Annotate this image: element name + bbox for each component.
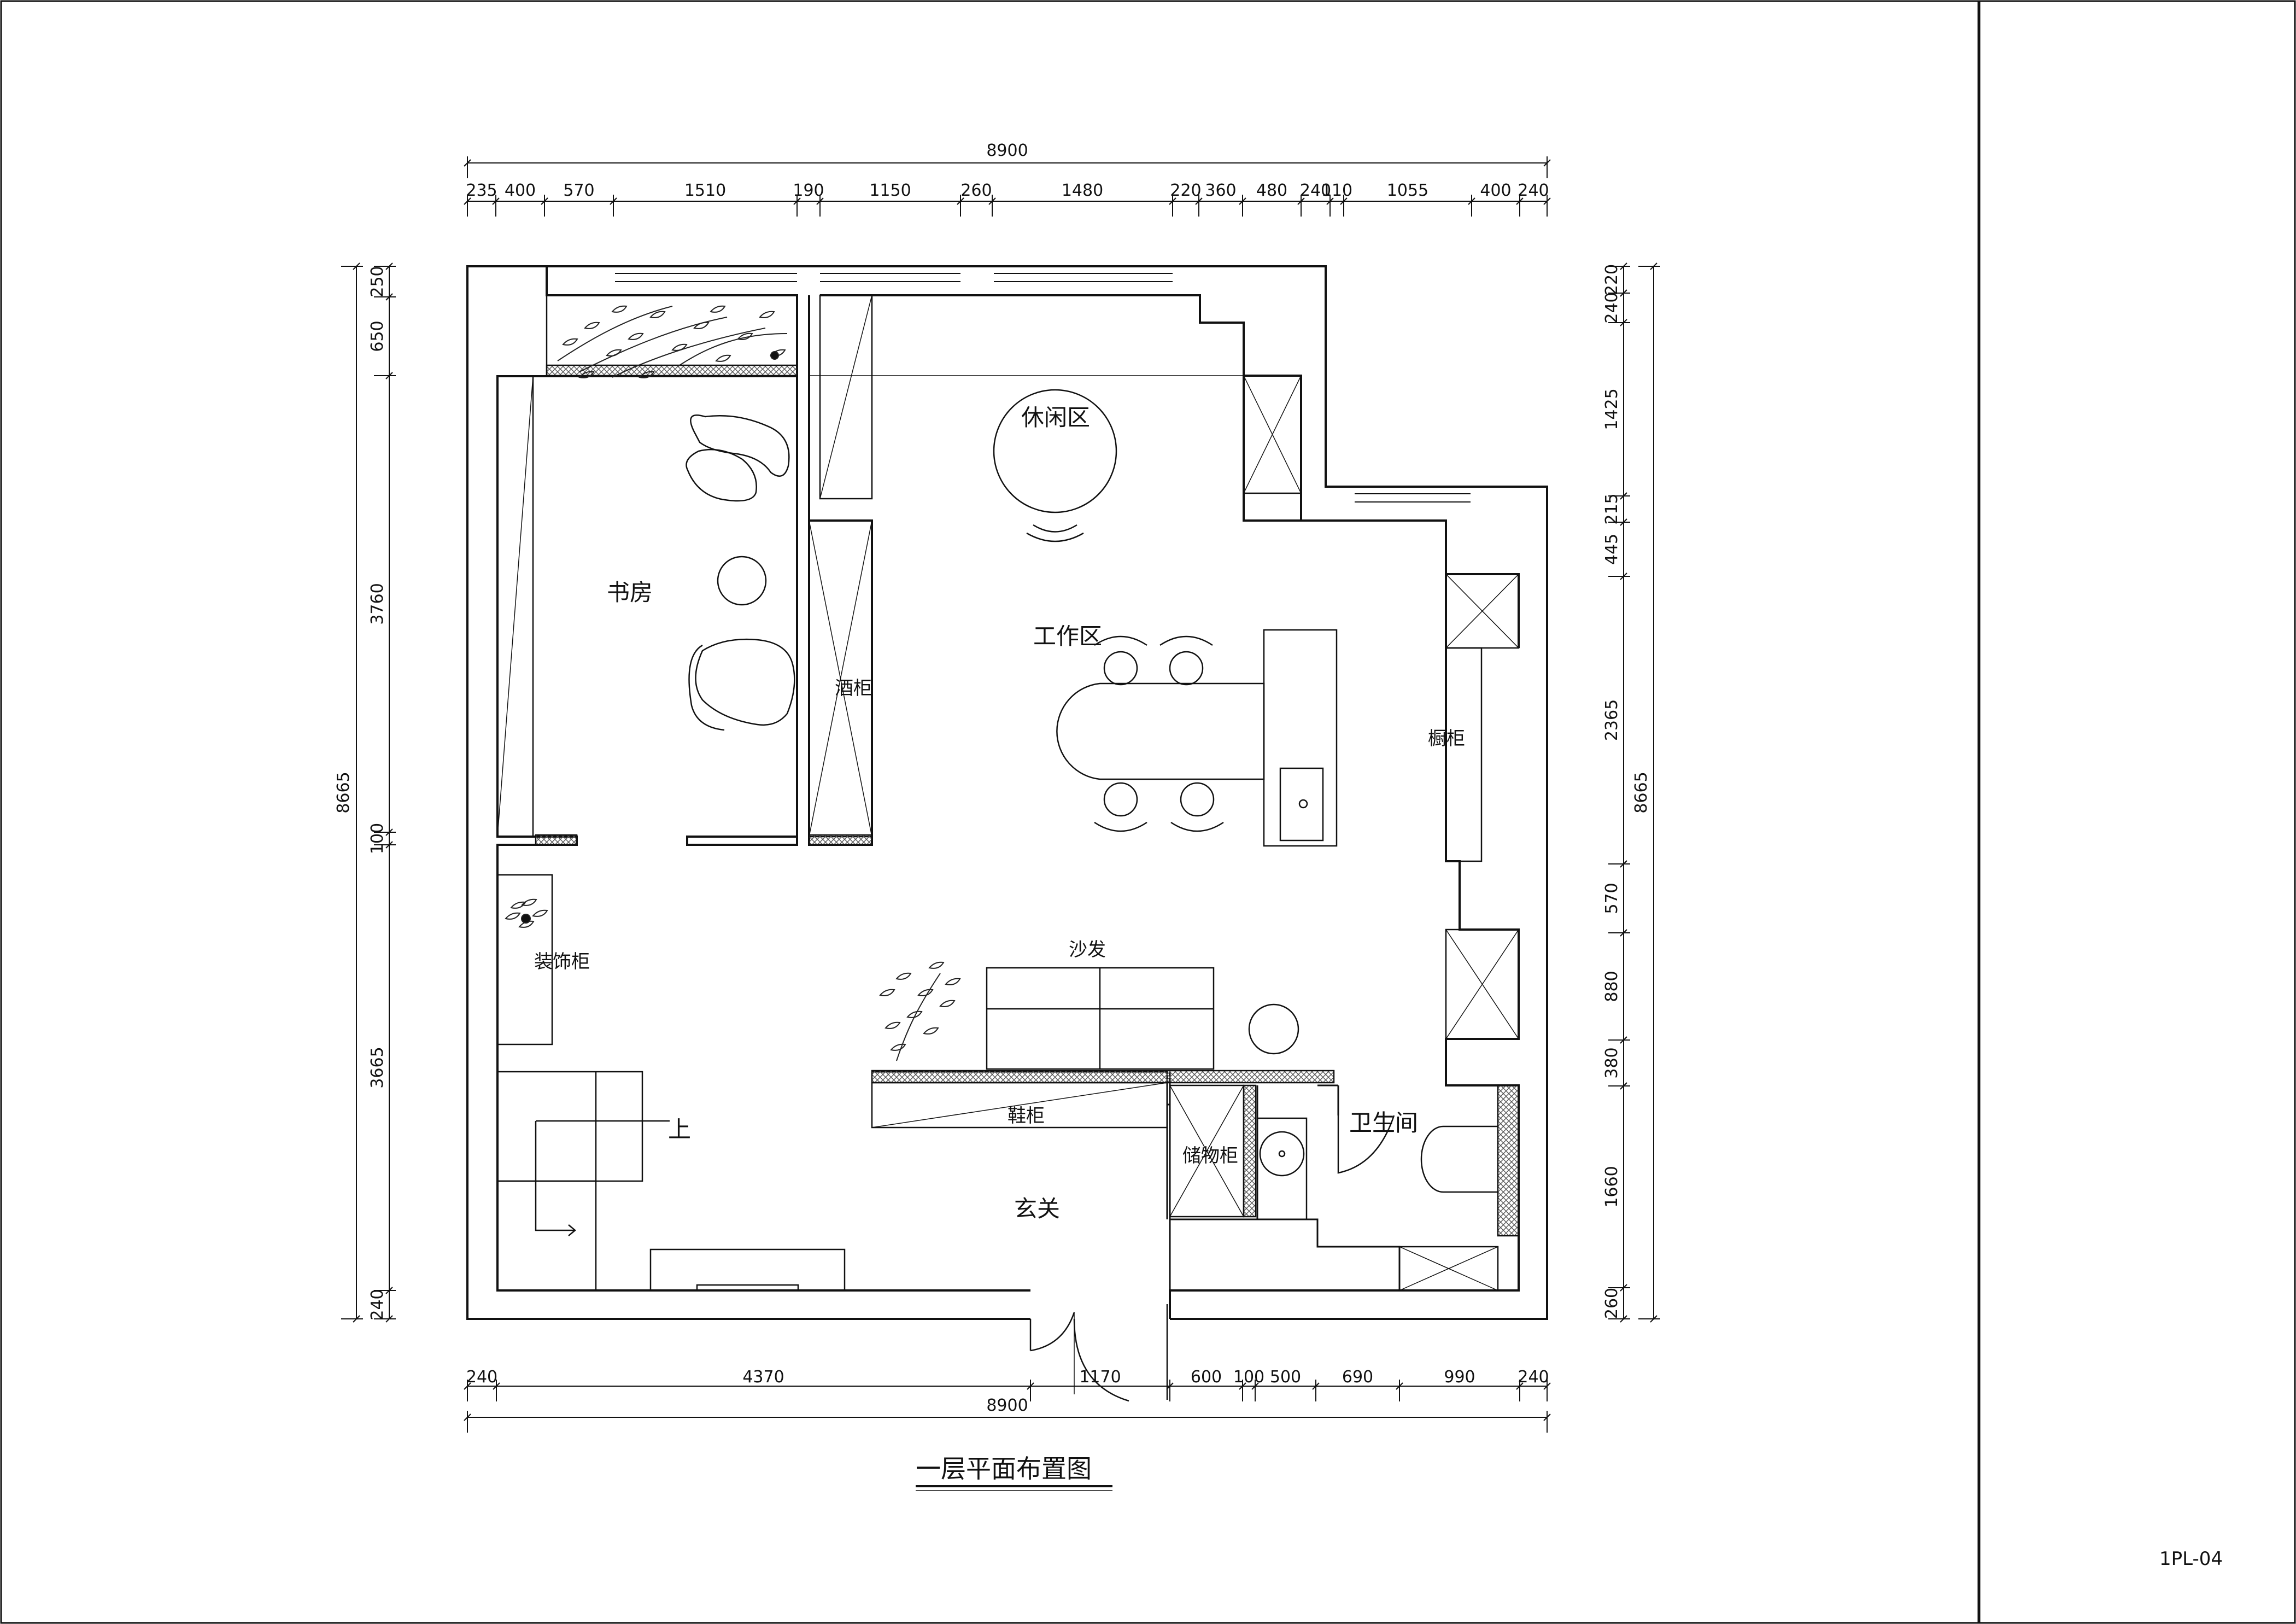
label-wine-cabinet: 酒柜 — [835, 677, 872, 699]
top-segment-label: 235 — [466, 181, 497, 200]
left-segment-label: 240 — [368, 1289, 387, 1320]
label-workspace: 工作区 — [1033, 623, 1102, 650]
top-segment-label: 240 — [1300, 181, 1331, 200]
right-segment-label: 380 — [1602, 1047, 1621, 1078]
plant-icon — [505, 898, 548, 928]
label-foyer: 玄关 — [1014, 1195, 1060, 1222]
bottom-segment-label: 100 — [1233, 1368, 1264, 1387]
wine-cabinet — [808, 294, 873, 846]
bottom-segment-label: 1170 — [1079, 1368, 1121, 1387]
left-total-label: 8665 — [334, 772, 353, 813]
top-segment-label: 220 — [1170, 181, 1201, 200]
label-up: 上 — [668, 1116, 691, 1143]
bathroom-fixtures — [1256, 1084, 1520, 1292]
right-segment-label: 215 — [1602, 493, 1621, 524]
right-segment-label: 445 — [1602, 534, 1621, 565]
sheet-code: 1PL-04 — [2159, 1548, 2223, 1570]
left-segment-label: 250 — [368, 266, 387, 297]
storage-cabinet — [1169, 1084, 1257, 1218]
decor-cabinet — [496, 874, 553, 1045]
label-study: 书房 — [607, 579, 653, 606]
bottom-segment-label: 990 — [1444, 1368, 1475, 1387]
foyer-furniture — [649, 1248, 846, 1292]
study-furniture — [496, 294, 798, 846]
work-table — [1056, 629, 1338, 847]
top-segment-label: 570 — [563, 181, 594, 200]
shoe-cabinet — [871, 1070, 1335, 1129]
right-total-label: 8665 — [1632, 772, 1651, 813]
right-segment-label: 1425 — [1602, 388, 1621, 430]
label-leisure: 休闲区 — [1021, 404, 1090, 431]
top-segment-label: 1150 — [869, 181, 911, 200]
plant-icon — [557, 305, 788, 378]
top-segment-label: 240 — [1518, 181, 1549, 200]
top-segment-label: 480 — [1256, 181, 1287, 200]
walls — [466, 265, 1548, 1320]
top-segment-label: 1510 — [684, 181, 726, 200]
right-segment-label: 1660 — [1602, 1166, 1621, 1207]
right-segment-label: 220 — [1602, 264, 1621, 295]
bottom-segment-label: 4370 — [742, 1368, 784, 1387]
plant-icon — [880, 961, 960, 1061]
bottom-segment-label: 500 — [1270, 1368, 1301, 1387]
sofa — [986, 967, 1299, 1070]
staircase — [496, 1071, 670, 1290]
bottom-segment-label: 600 — [1191, 1368, 1222, 1387]
bottom-segment-label: 240 — [466, 1368, 497, 1387]
top-segment-label: 1055 — [1387, 181, 1428, 200]
top-segment-label: 190 — [793, 181, 824, 200]
right-segment-label: 570 — [1602, 883, 1621, 914]
right-segment-label: 240 — [1602, 292, 1621, 323]
left-segment-label: 100 — [368, 823, 387, 854]
kitchen-cabinet — [1445, 573, 1520, 1040]
bottom-segment-label: 690 — [1342, 1368, 1373, 1387]
top-segment-label: 110 — [1321, 181, 1352, 200]
right-segment-label: 880 — [1602, 971, 1621, 1002]
label-kitchen-cabinet: 橱柜 — [1428, 728, 1465, 750]
left-segment-label: 3760 — [368, 583, 387, 624]
top-total-label: 8900 — [986, 141, 1028, 160]
right-segment-label: 260 — [1602, 1288, 1621, 1319]
label-sofa: 沙发 — [1069, 939, 1106, 961]
entrance-door — [1029, 1304, 1168, 1402]
left-segment-label: 650 — [368, 320, 387, 352]
right-segment-label: 2365 — [1602, 699, 1621, 741]
label-decor-cabinet: 装饰柜 — [534, 951, 590, 973]
drawing-title: 一层平面布置图 — [916, 1454, 1092, 1483]
label-shoe-cabinet: 鞋柜 — [1008, 1105, 1045, 1127]
bottom-total-label: 8900 — [986, 1396, 1028, 1415]
label-bathroom: 卫生间 — [1349, 1109, 1418, 1136]
left-segment-label: 3665 — [368, 1047, 387, 1088]
top-segment-label: 400 — [505, 181, 536, 200]
windows — [615, 273, 1471, 503]
top-segment-label: 400 — [1480, 181, 1511, 200]
leisure-furniture — [993, 375, 1302, 542]
top-segment-label: 360 — [1205, 181, 1236, 200]
label-storage-cabinet: 储物柜 — [1182, 1145, 1238, 1167]
top-segment-label: 260 — [960, 181, 992, 200]
top-segment-label: 1480 — [1062, 181, 1103, 200]
bottom-segment-label: 240 — [1518, 1368, 1549, 1387]
dimension-lines — [341, 156, 1660, 1433]
